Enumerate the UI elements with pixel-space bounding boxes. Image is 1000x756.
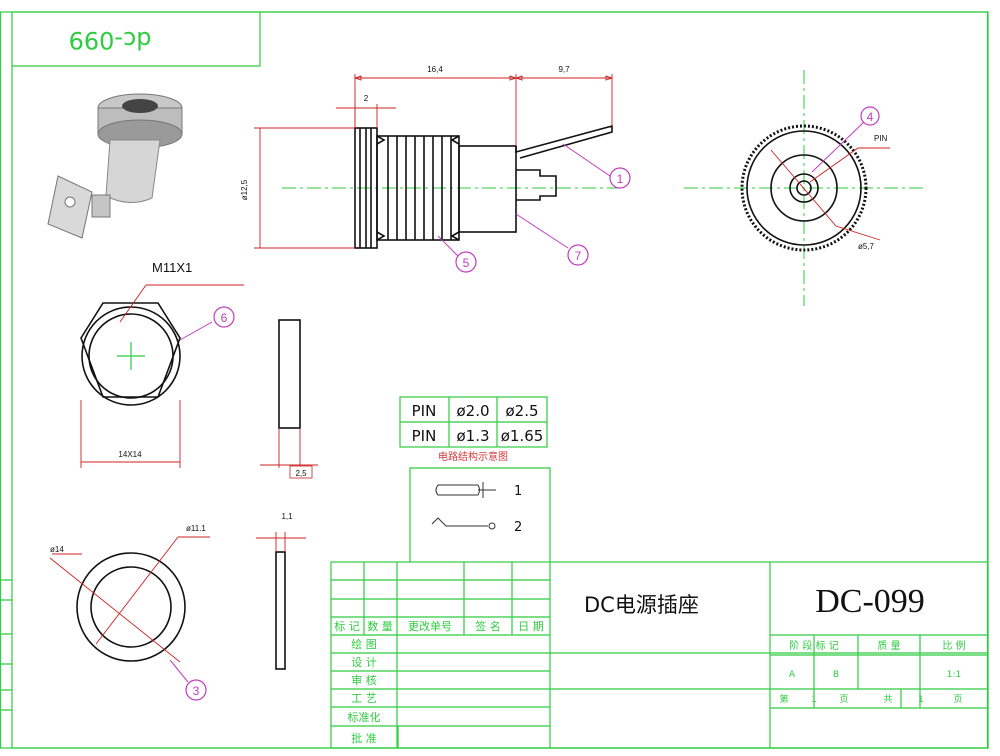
product-photo xyxy=(47,93,183,239)
dim-diameter: ø12,5 xyxy=(240,179,249,200)
dim-bore: ø5,7 xyxy=(858,242,875,251)
dim-washer-od: ø14 xyxy=(50,545,64,554)
rev-header: 签 名 xyxy=(475,619,501,633)
circuit-caption: 电路结构示意图 xyxy=(438,450,508,463)
title-block: 标 记 数 量 更改单号 签 名 日 期 绘 图 设 计 审 核 工 艺 标准化… xyxy=(330,561,989,749)
dim-tail: 9,7 xyxy=(558,65,570,74)
pin-table-cell: ø2.0 xyxy=(456,402,489,420)
balloon-6: 6 xyxy=(221,311,228,325)
sheet-text: 第 xyxy=(779,693,788,705)
dim-washer-id: ø11.1 xyxy=(186,524,206,533)
circuit-diagram: 1 2 xyxy=(409,467,551,562)
rev-header: 标 记 xyxy=(334,619,360,633)
rev-header: 数 量 xyxy=(367,620,393,633)
pin-table-cell: ø1.65 xyxy=(501,427,544,445)
pin-table: PIN ø2.0 ø2.5 PIN ø1.3 ø1.65 电路结构示意图 xyxy=(399,396,548,463)
sheet-text: 页 xyxy=(839,694,848,705)
stage-mark: A xyxy=(789,670,796,680)
dim-thread: M11X1 xyxy=(152,260,192,275)
signoff-label: 标准化 xyxy=(348,710,381,724)
front-view: ø5,7 PIN 4 xyxy=(684,70,924,306)
signoff-label: 审 核 xyxy=(351,673,377,687)
pin-table-cell: ø2.5 xyxy=(505,402,538,420)
signoff-label: 工 艺 xyxy=(351,692,377,705)
balloon-3: 3 xyxy=(193,684,200,698)
signoff-label: 批 准 xyxy=(351,731,377,745)
rev-header: 更改单号 xyxy=(408,619,452,633)
part-number: DC-099 xyxy=(815,583,925,620)
nut-side-view: 2,5 xyxy=(260,319,318,479)
attr-header: 质 量 xyxy=(877,640,900,652)
pin-table-cell: PIN xyxy=(412,427,437,445)
sheet-text: 1 xyxy=(918,695,924,705)
attr-header: 阶 段 标 记 xyxy=(789,639,839,652)
product-name: DC电源插座 xyxy=(584,593,699,617)
balloon-7: 7 xyxy=(575,249,582,263)
sheet-text: 共 xyxy=(883,694,892,705)
signoff-label: 绘 图 xyxy=(351,637,377,651)
dim-flange: 2 xyxy=(364,94,369,103)
sheet-text: 页 xyxy=(953,694,962,705)
balloon-1: 1 xyxy=(617,172,624,186)
circuit-label-1: 1 xyxy=(514,484,522,499)
dim-length: 16,4 xyxy=(427,65,443,74)
rev-header: 日 期 xyxy=(518,620,544,633)
balloon-4: 4 xyxy=(867,110,874,124)
dim-nut-thickness: 2,5 xyxy=(295,469,307,478)
balloon-5: 5 xyxy=(463,256,470,270)
signoff-label: 设 计 xyxy=(351,656,377,669)
pin-label: PIN xyxy=(874,134,888,143)
header-box xyxy=(12,12,261,67)
attr-header: 比 例 xyxy=(942,639,965,652)
dim-washer-thickness: 1,1 xyxy=(281,512,293,521)
left-edge-marks xyxy=(0,579,12,711)
stage-mark: B xyxy=(833,670,839,680)
hex-nut-view: M11X1 6 14X14 xyxy=(80,260,244,468)
pin-table-cell: PIN xyxy=(412,402,437,420)
header-box-text: dc-099 xyxy=(69,26,152,54)
side-view: 16,4 9,7 2 ø12,5 1 5 7 xyxy=(240,65,631,273)
pin-table-cell: ø1.3 xyxy=(456,427,489,445)
circuit-label-2: 2 xyxy=(514,520,522,535)
washer-view: ø14 ø11.1 3 xyxy=(49,524,210,701)
sheet-text: 1 xyxy=(811,695,817,705)
washer-side-view: 1,1 xyxy=(256,512,306,670)
scale-value: 1:1 xyxy=(947,670,961,680)
dim-hex: 14X14 xyxy=(118,450,142,459)
